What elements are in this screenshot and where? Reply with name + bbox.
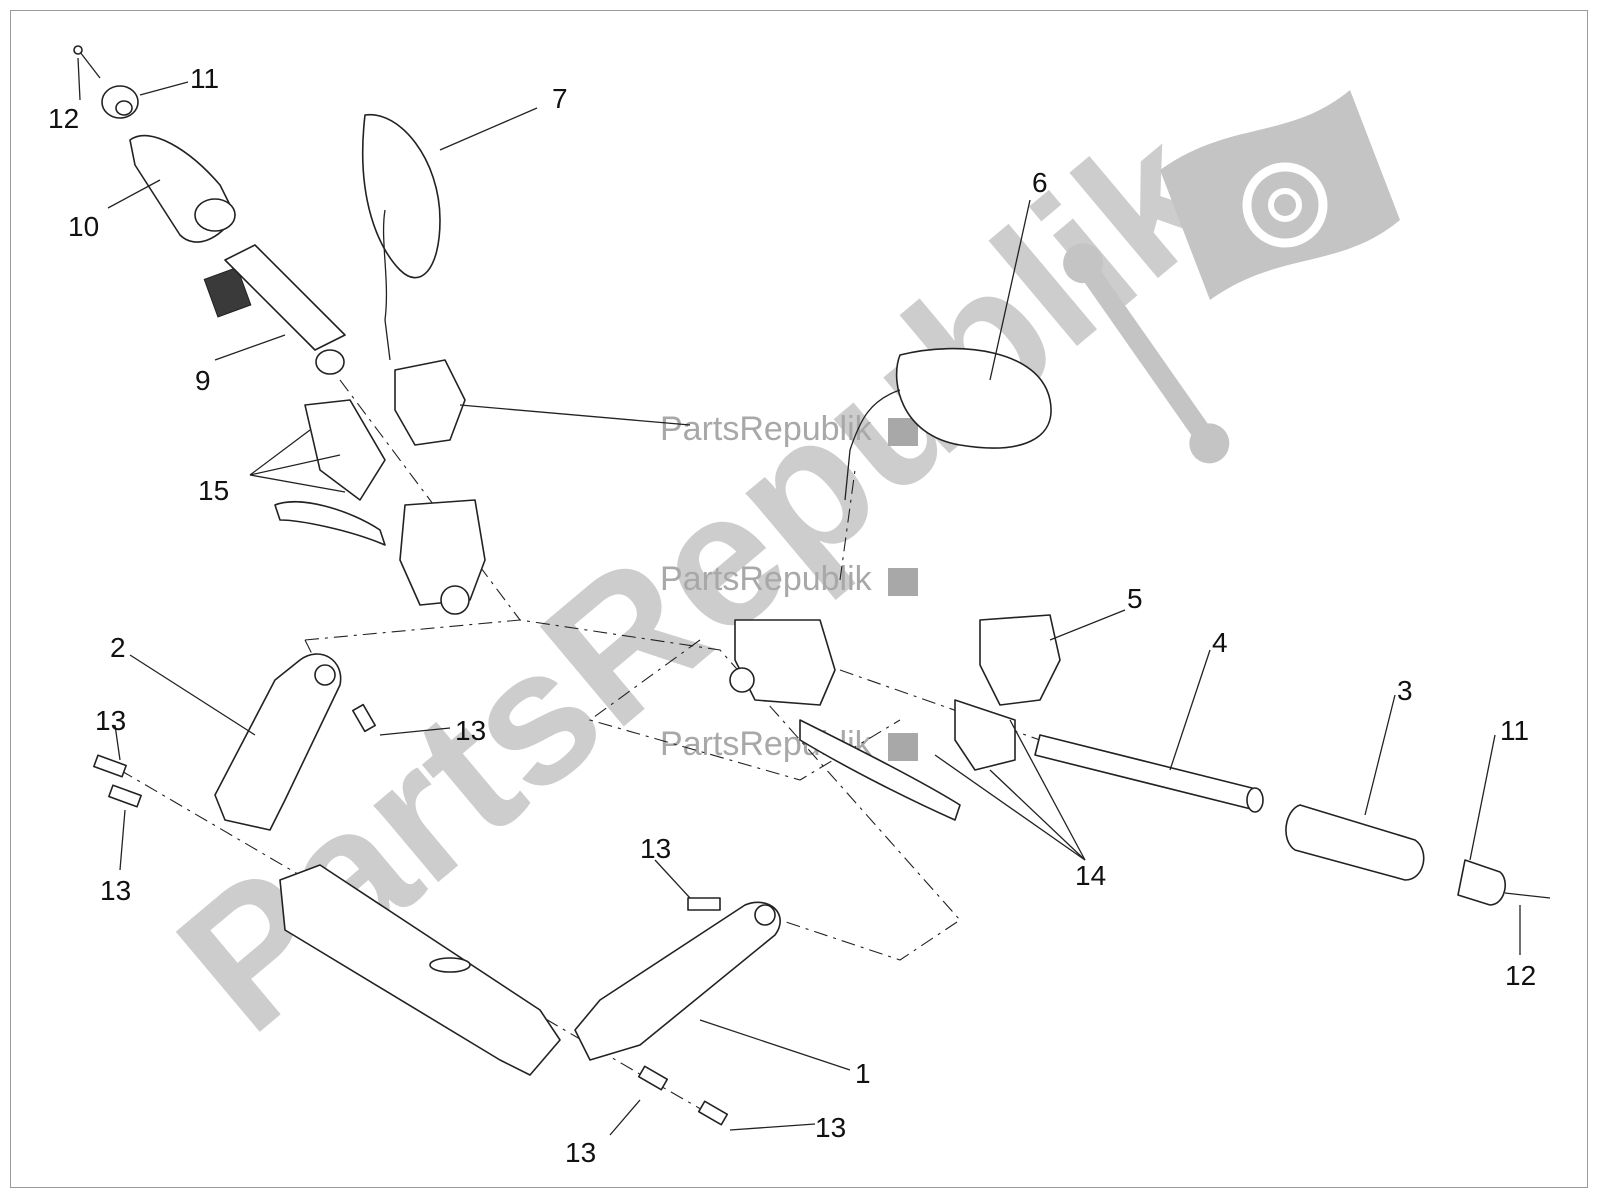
watermark-label-2: PartsRepublik (660, 560, 918, 598)
leader-lines (77, 57, 1521, 1136)
callout-11: 11 (190, 63, 219, 94)
part-3-right-grip (1285, 804, 1425, 881)
callout-9: 9 (195, 365, 211, 396)
gear-flag-icon (1160, 90, 1400, 300)
callout-13: 13 (455, 715, 486, 746)
part-5-right-switch-housing (954, 614, 1061, 771)
callout-5: 5 (1127, 583, 1143, 614)
watermark-small-text: PartsRepublik (660, 560, 873, 598)
callout-13: 13 (815, 1112, 846, 1143)
callout-labels: 11 12 7 10 9 6 15 5 4 3 11 12 2 13 13 13… (48, 63, 1536, 1168)
part-front-brake-master-cylinder (274, 499, 486, 615)
part-12-right-screw (1504, 892, 1551, 899)
callout-10: 10 (68, 211, 99, 242)
gear-icon (888, 568, 918, 596)
callout-13: 13 (100, 875, 131, 906)
watermark-small-text: PartsRepublik (660, 410, 873, 448)
part-left-switch-housing (304, 359, 466, 501)
bolt-13-set (93, 703, 729, 1126)
gear-icon (888, 733, 918, 761)
part-2-left-riser-bracket (214, 653, 342, 831)
callout-2: 2 (110, 632, 126, 663)
part-1-right-riser-bracket (574, 901, 781, 1061)
callout-13: 13 (565, 1137, 596, 1168)
callout-15: 15 (198, 475, 229, 506)
part-lower-crossbar (279, 864, 561, 1076)
part-7-left-mirror (361, 114, 441, 361)
watermark-label-3: PartsRepublik (660, 725, 918, 763)
callout-7: 7 (552, 83, 568, 114)
watermark-label-1: PartsRepublik (660, 410, 918, 448)
callout-3: 3 (1397, 675, 1413, 706)
part-11-right-bar-end (1457, 859, 1506, 906)
part-4-right-handlebar-tube (1034, 734, 1264, 813)
callout-12: 12 (48, 103, 79, 134)
callout-4: 4 (1212, 627, 1228, 658)
callout-13: 13 (95, 705, 126, 736)
part-6-right-mirror (844, 347, 1052, 501)
callout-1: 1 (855, 1058, 871, 1089)
callout-6: 6 (1032, 167, 1048, 198)
callout-12: 12 (1505, 960, 1536, 991)
diagram-frame (10, 10, 1588, 1188)
callout-11: 11 (1500, 715, 1529, 746)
callout-14: 14 (1075, 860, 1106, 891)
part-11-left-bar-end (101, 85, 139, 119)
callout-13: 13 (640, 833, 671, 864)
gear-icon (888, 418, 918, 446)
part-clutch-master-cylinder (729, 619, 961, 821)
part-9-left-handlebar-tube (224, 244, 346, 375)
part-12-left-screw (73, 45, 101, 79)
wrench-icon (1063, 243, 1230, 464)
part-10-throttle-grip (129, 134, 252, 318)
